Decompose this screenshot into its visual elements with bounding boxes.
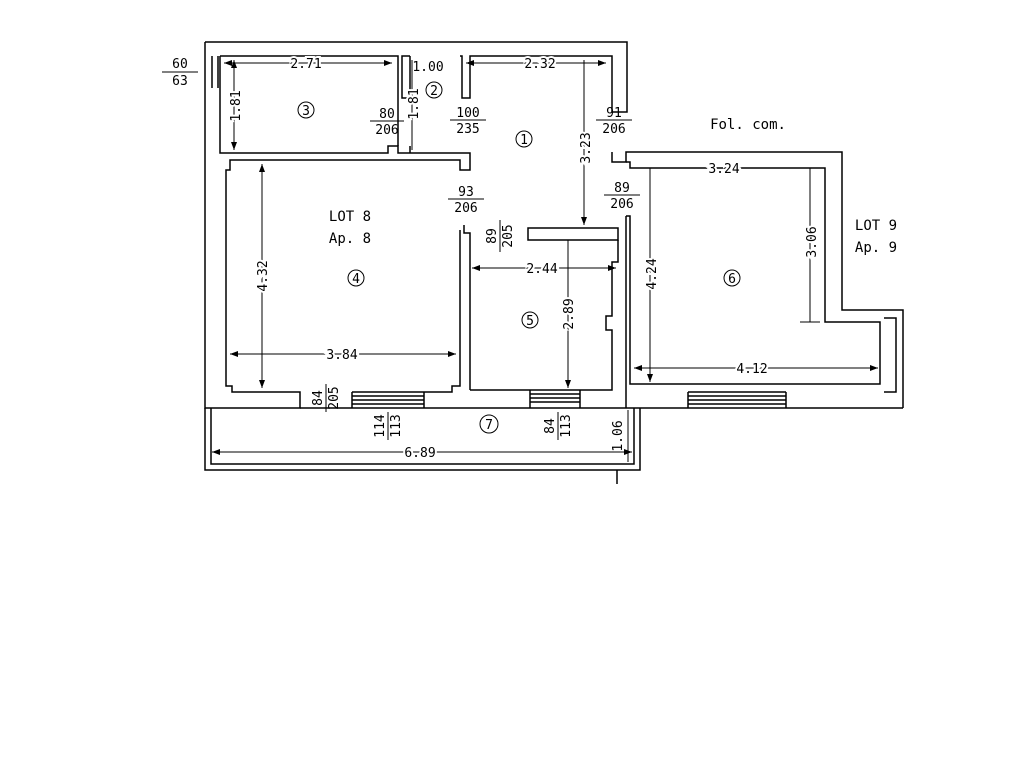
door-fractions: 80 206 100 235 91 206 93 206 89 206 89 2…	[311, 106, 634, 438]
door-91-num: 91	[606, 106, 622, 121]
labels: 60 63 Fol. com. LOT 8 Ap. 8 LOT 9 Ap. 9	[172, 57, 897, 256]
dim-3-24: 3.24	[708, 162, 739, 177]
dim-4-12: 4.12	[736, 362, 767, 377]
ap-8-label: Ap. 8	[329, 231, 371, 247]
room-markers: 3 2 1 4 5 6 7	[297, 81, 741, 434]
svg-text:6: 6	[728, 272, 736, 287]
dim-3-23: 3.23	[579, 132, 594, 163]
door-93-num: 93	[458, 185, 474, 200]
dim-2-44: 2.44	[526, 262, 557, 277]
dim-3-06: 3.06	[805, 226, 820, 257]
lot-8-label: LOT 8	[329, 209, 371, 225]
svg-text:7: 7	[485, 418, 493, 433]
door-80-den: 206	[375, 123, 398, 138]
dim-2-89: 2.89	[562, 298, 577, 329]
room-6-marker: 6	[723, 269, 741, 287]
dim-2-32: 2.32	[524, 57, 555, 72]
door-80-num: 80	[379, 107, 395, 122]
svg-text:1: 1	[520, 133, 528, 148]
win-114-num: 114	[373, 414, 388, 438]
lot-9-label: LOT 9	[855, 218, 897, 234]
win-84-num: 84	[543, 418, 558, 434]
door-89b-num: 89	[485, 228, 500, 244]
door-84-num: 84	[311, 390, 326, 406]
dimension-texts: 2.71 1.00 2.32 1.81 1.81 3.23 3.24 3.06 …	[227, 55, 822, 463]
svg-text:4: 4	[352, 272, 360, 287]
door-100-num: 100	[456, 106, 479, 121]
room-4-marker: 4	[347, 269, 365, 287]
dim-1-00: 1.00	[412, 60, 443, 75]
dimension-lines	[162, 60, 878, 462]
dim-4-24: 4.24	[645, 258, 660, 289]
dim-1-81-left: 1.81	[229, 90, 244, 121]
door-89b-den: 205	[501, 224, 516, 247]
room-7-marker: 7	[479, 414, 499, 434]
svg-text:3: 3	[302, 104, 310, 119]
door-100-den: 235	[456, 122, 479, 137]
frac-top-left-den: 63	[172, 74, 188, 89]
dim-2-71: 2.71	[290, 57, 321, 72]
svg-text:2: 2	[430, 84, 438, 99]
dim-4-32: 4.32	[256, 260, 271, 291]
room-2-marker: 2	[425, 81, 443, 99]
room-3-marker: 3	[297, 101, 315, 119]
dim-1-81-mid: 1.81	[407, 88, 422, 119]
room-1-marker: 1	[515, 130, 533, 148]
door-91-den: 206	[602, 122, 625, 137]
win-84-den: 113	[559, 414, 574, 437]
frac-top-left-num: 60	[172, 57, 188, 72]
dim-6-89: 6.89	[404, 446, 435, 461]
fol-com-label: Fol. com.	[710, 117, 786, 133]
door-93-den: 206	[454, 201, 477, 216]
door-89a-num: 89	[614, 181, 630, 196]
svg-text:5: 5	[526, 314, 534, 329]
ap-9-label: Ap. 9	[855, 240, 897, 256]
dim-3-84: 3.84	[326, 348, 357, 363]
door-89a-den: 206	[610, 197, 633, 212]
door-84-den: 205	[327, 386, 342, 409]
win-114-den: 113	[389, 414, 404, 437]
dim-1-06: 1.06	[611, 420, 626, 451]
room-5-marker: 5	[521, 311, 539, 329]
